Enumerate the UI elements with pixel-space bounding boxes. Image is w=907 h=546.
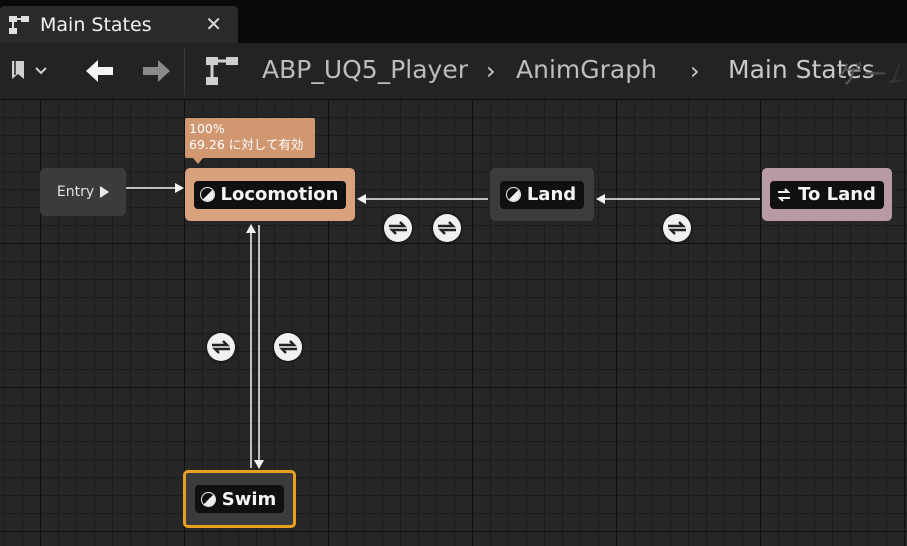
state-title-bar: Swim	[194, 485, 285, 513]
forward-button[interactable]	[140, 57, 172, 85]
state-icon	[200, 491, 216, 507]
state-machine-icon	[8, 14, 30, 36]
state-label: Locomotion	[220, 184, 339, 205]
breadcrumb-fade	[867, 43, 907, 99]
transition-rule-icon[interactable]	[274, 333, 302, 361]
arrow-left-icon	[86, 60, 113, 82]
state-icon	[199, 187, 215, 202]
transition-rule-icon[interactable]	[384, 214, 412, 242]
transition-wires	[126, 183, 760, 469]
transition-rule-icon[interactable]	[663, 214, 691, 242]
transition-rule-icon[interactable]	[433, 214, 461, 242]
conduit-node-to-land[interactable]: To Land	[762, 168, 892, 221]
toolbar-divider	[184, 47, 185, 95]
tooltip-valid-time: 69.26 に対して有効	[189, 137, 304, 152]
exec-pin-icon[interactable]	[100, 186, 110, 198]
state-node-swim[interactable]: Swim	[183, 470, 296, 528]
conduit-title-bar: To Land	[770, 180, 884, 209]
breadcrumb-separator: ›	[486, 57, 496, 85]
graph-toolbar: ABP_UQ5_Player › AnimGraph › Main States…	[0, 43, 907, 99]
breadcrumb-main-states[interactable]: Main States	[728, 55, 875, 84]
breadcrumb-animgraph[interactable]: AnimGraph	[516, 55, 657, 84]
state-node-land[interactable]: Land	[490, 168, 594, 221]
state-label: Swim	[221, 488, 277, 510]
conduit-icon	[777, 187, 791, 202]
tooltip-weight: 100%	[189, 121, 225, 136]
state-node-locomotion[interactable]: Locomotion	[185, 168, 355, 221]
state-label: Land	[526, 184, 577, 205]
back-button[interactable]	[84, 57, 116, 85]
state-title-bar: Land	[499, 180, 585, 209]
tab-title: Main States	[40, 13, 152, 36]
transition-rule-icon[interactable]	[207, 333, 235, 361]
bookmark-icon	[12, 61, 47, 79]
entry-label: Entry	[56, 184, 95, 200]
breadcrumb-abp-uq5-player[interactable]: ABP_UQ5_Player	[262, 55, 469, 84]
state-machine-icon	[204, 55, 242, 87]
graph-canvas[interactable]: 100% 69.26 に対して有効 Entry Locomotion Land …	[0, 99, 907, 546]
close-icon[interactable]: ✕	[205, 12, 222, 36]
state-title-bar: Locomotion	[193, 180, 347, 209]
tab-main-states[interactable]: Main States ✕	[0, 6, 238, 43]
conduit-label: To Land	[798, 184, 876, 205]
tab-bar: Main States ✕	[0, 0, 907, 43]
state-icon	[505, 187, 521, 202]
arrow-right-icon	[143, 60, 170, 82]
bookmark-dropdown-button[interactable]	[8, 57, 56, 85]
breadcrumb-separator: ›	[690, 57, 700, 85]
debug-weight-tooltip: 100% 69.26 に対して有効	[185, 118, 315, 164]
entry-node[interactable]: Entry	[40, 168, 126, 216]
